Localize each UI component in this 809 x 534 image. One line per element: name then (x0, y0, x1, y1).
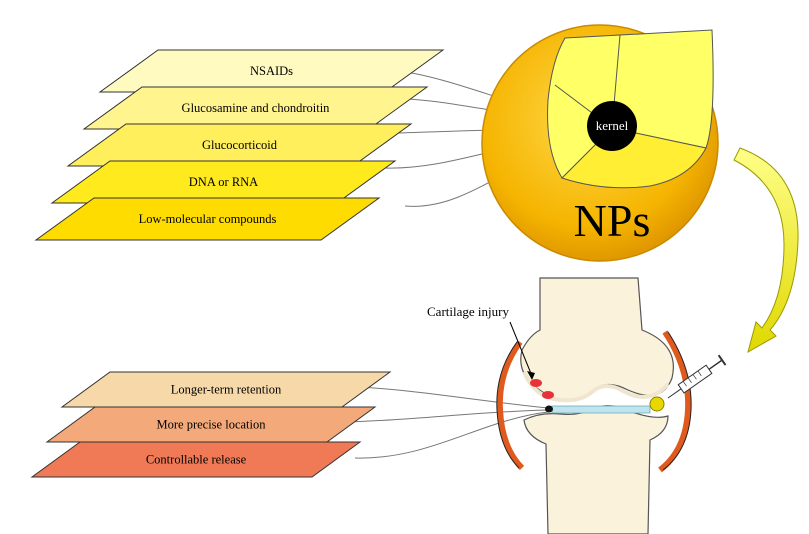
benefit-connector-3 (354, 411, 549, 459)
delivery-arrow-body (733, 147, 799, 354)
nanoparticle-deposit (545, 405, 553, 413)
injury-spot-1 (530, 379, 542, 387)
benefit-layer (30, 441, 362, 478)
benefit-layer-label: Controllable release (146, 453, 247, 467)
payload-layer-label: Glucocorticoid (202, 138, 278, 152)
benefit-layer-label: More precise location (157, 418, 267, 432)
knee-joint: Cartilage injury (427, 277, 692, 534)
payload-layer-label: NSAIDs (250, 64, 293, 78)
kernel-core (587, 101, 637, 151)
nanoparticle-cutaway (547, 29, 714, 179)
payload-layer-label: DNA or RNA (189, 175, 258, 189)
syringe-tick-3 (692, 374, 697, 380)
synovial-gap (551, 405, 651, 414)
tibia (523, 405, 669, 534)
payload-layer-label: Low-molecular compounds (139, 212, 277, 226)
syringe-tick-4 (697, 370, 702, 377)
payload-layer-label: Glucosamine and chondroitin (182, 101, 331, 115)
injury-spot-2 (542, 391, 554, 399)
injury-pointer-head (527, 371, 535, 380)
femur (520, 277, 674, 402)
benefit-connector-1 (344, 385, 549, 409)
joint-capsule-right-outline (662, 331, 692, 471)
payload-layer (34, 197, 381, 241)
injury-pointer (509, 321, 533, 377)
syringe-tick-2 (687, 377, 692, 383)
syringe-needle (667, 388, 682, 399)
benefit-connectors (344, 385, 549, 459)
benefit-connector-2 (344, 409, 549, 423)
syringe-plunger (708, 359, 723, 370)
nanoparticle-name: NPs (574, 195, 651, 246)
delivery-arrow (733, 147, 799, 354)
syringe-plunger-cap (717, 354, 727, 366)
joint-capsule-left (496, 340, 525, 471)
joint-capsule-left-outline (496, 341, 520, 469)
kernel-label: kernel (596, 118, 629, 133)
nanoparticle: kernel NPs (481, 24, 719, 262)
benefit-layer-label: Longer-term retention (171, 383, 282, 397)
joint-capsule-right (658, 330, 692, 473)
syringe-icon (667, 354, 727, 399)
injury-label: Cartilage injury (427, 304, 509, 319)
injected-nanoparticle (649, 396, 665, 412)
syringe-tick-1 (682, 381, 687, 387)
